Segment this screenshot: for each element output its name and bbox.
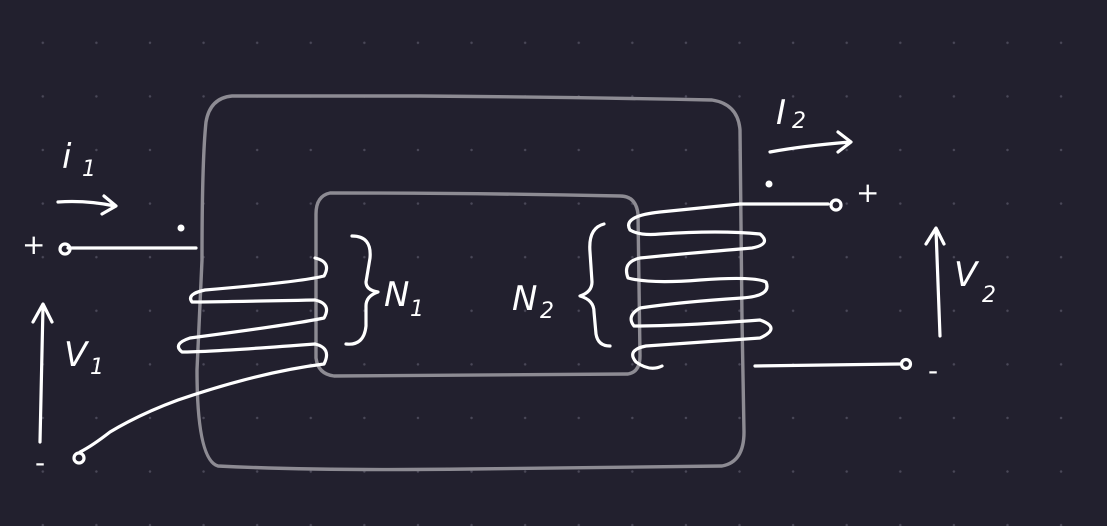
primary-polarity-dot — [177, 224, 185, 232]
secondary-plus-sign: + — [856, 176, 879, 209]
secondary-current-subscript: 2 — [792, 109, 806, 134]
secondary-circuit — [578, 130, 946, 371]
primary-voltage-arrow — [38, 304, 45, 444]
primary-plus-sign: + — [22, 228, 45, 261]
secondary-voltage-arrow — [934, 228, 942, 338]
secondary-current-arrow — [768, 130, 853, 154]
secondary-bottom-lead — [753, 362, 902, 368]
primary-top-terminal — [58, 242, 72, 256]
core-outer-outline — [195, 94, 746, 472]
secondary-bottom-terminal — [899, 357, 913, 371]
primary-current-symbol: i — [62, 137, 72, 177]
primary-current-subscript: 1 — [82, 157, 96, 182]
secondary-voltage-symbol: V — [954, 255, 980, 295]
primary-turns-subscript: 1 — [410, 297, 424, 322]
primary-turns-symbol: N — [384, 275, 409, 315]
primary-voltage-arrowhead — [31, 302, 54, 324]
primary-minus-sign: - — [35, 446, 45, 479]
secondary-current-symbol: I — [776, 93, 786, 133]
secondary-voltage-arrowhead — [924, 226, 946, 246]
secondary-turns-brace — [578, 222, 612, 348]
secondary-turns-symbol: N — [512, 279, 537, 319]
secondary-voltage-subscript: 2 — [982, 283, 996, 308]
transformer-core — [195, 94, 746, 472]
secondary-turns-subscript: 2 — [540, 299, 554, 324]
primary-voltage-subscript: 1 — [90, 355, 104, 380]
core-inner-window — [314, 191, 642, 378]
secondary-top-terminal — [829, 198, 843, 212]
primary-current-arrow — [56, 194, 118, 216]
secondary-winding — [624, 202, 773, 370]
secondary-polarity-dot — [765, 180, 773, 188]
primary-voltage-symbol: V — [64, 335, 90, 375]
secondary-minus-sign: - — [928, 354, 938, 387]
primary-winding — [78, 256, 329, 454]
primary-turns-brace — [344, 234, 380, 346]
primary-circuit — [31, 194, 380, 465]
diagram-labels: + - i 1 V 1 N 1 N 2 I 2 + - V 2 — [22, 93, 996, 479]
primary-bottom-terminal — [72, 451, 86, 465]
